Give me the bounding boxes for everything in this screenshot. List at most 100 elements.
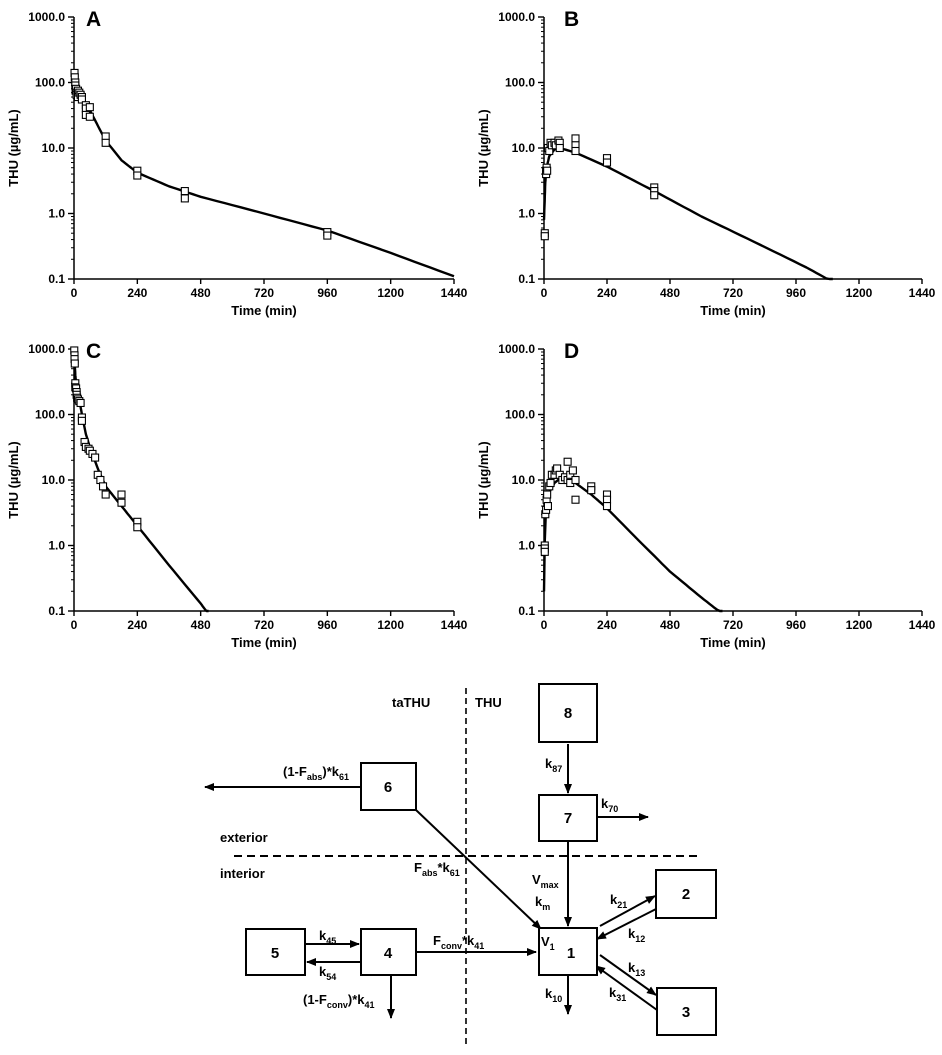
observed-point xyxy=(101,138,110,147)
fitted-curve xyxy=(542,146,833,281)
observed-point xyxy=(543,502,552,511)
rate-k54: k54 xyxy=(319,964,336,982)
observed-point xyxy=(76,398,85,408)
observed-point xyxy=(555,143,564,153)
x-axis-label: Time (min) xyxy=(231,635,297,650)
observed-point xyxy=(540,232,549,241)
x-tick-label: 0 xyxy=(71,618,78,632)
observed-point xyxy=(543,166,552,175)
observed-point xyxy=(650,191,659,200)
rate-k41-conv: Fconv*k41 xyxy=(433,933,484,951)
compartment-8 xyxy=(538,683,598,743)
y-tick-label: 100.0 xyxy=(505,408,535,422)
arrow-1-to-2 xyxy=(599,895,656,927)
observed-point xyxy=(133,171,142,180)
rate-k70: k70 xyxy=(601,796,618,814)
x-tick-label: 720 xyxy=(254,286,274,300)
y-tick-label: 10.0 xyxy=(42,141,66,155)
compartment-2 xyxy=(655,869,717,919)
observed-point xyxy=(133,523,142,532)
y-tick-label: 1.0 xyxy=(518,207,535,221)
x-tick-label: 0 xyxy=(541,286,548,300)
observed-point xyxy=(602,502,612,511)
compartment-8-label: 8 xyxy=(564,705,572,722)
observed-point xyxy=(546,478,555,488)
observed-point xyxy=(568,466,577,475)
observed-point xyxy=(587,486,596,495)
y-axis-label: THU (µg/mL) xyxy=(6,441,21,519)
observed-point xyxy=(180,187,189,196)
rate-km: km xyxy=(535,894,550,912)
volume-v1: V1 xyxy=(541,934,555,952)
panel-label-c: C xyxy=(86,340,101,363)
compartment-4-label: 4 xyxy=(384,945,393,962)
observed-point xyxy=(98,482,108,491)
x-tick-label: 0 xyxy=(71,286,78,300)
x-tick-label: 480 xyxy=(191,286,211,300)
compartment-5-label: 5 xyxy=(271,945,279,962)
observed-point xyxy=(543,490,552,499)
compartment-diagram: taTHU THU exterior interior 8 7 6 2 1 xyxy=(204,683,717,1045)
arrow-6-to-1 xyxy=(415,809,542,930)
compartment-3-label: 3 xyxy=(682,1004,690,1021)
rate-k87: k87 xyxy=(545,756,562,774)
rate-k12: k12 xyxy=(628,926,645,944)
observed-point xyxy=(571,495,580,504)
x-tick-label: 1200 xyxy=(377,286,404,300)
x-tick-label: 240 xyxy=(127,618,147,632)
observed-point xyxy=(85,112,94,121)
rate-k21: k21 xyxy=(610,892,627,910)
arrow-2-to-1 xyxy=(596,907,659,940)
y-tick-label: 0.1 xyxy=(518,272,535,286)
x-tick-label: 960 xyxy=(786,286,806,300)
x-axis-label: Time (min) xyxy=(700,635,766,650)
x-tick-label: 1440 xyxy=(441,286,468,300)
y-axis-label: THU (µg/mL) xyxy=(476,109,491,187)
x-tick-label: 480 xyxy=(191,618,211,632)
rate-k61-in: Fabs*k61 xyxy=(414,860,460,878)
x-tick-label: 240 xyxy=(597,618,617,632)
y-tick-label: 0.1 xyxy=(48,272,65,286)
rate-k31: k31 xyxy=(609,985,626,1003)
compartment-3 xyxy=(656,987,717,1036)
x-axis-label: Time (min) xyxy=(231,303,297,318)
x-tick-label: 1440 xyxy=(909,618,936,632)
fitted-curve xyxy=(72,350,209,613)
compartment-4 xyxy=(360,928,417,976)
panel-label-d: D xyxy=(564,340,579,363)
panel-label-a: A xyxy=(86,8,101,31)
x-tick-label: 480 xyxy=(660,618,680,632)
panel-label-b: B xyxy=(564,8,579,31)
observed-point xyxy=(540,547,549,556)
y-tick-label: 100.0 xyxy=(35,408,65,422)
x-tick-label: 720 xyxy=(723,618,743,632)
rate-k45: k45 xyxy=(319,928,336,946)
arrow-3-to-1 xyxy=(595,965,658,1011)
y-tick-label: 10.0 xyxy=(512,141,536,155)
observed-point xyxy=(571,134,580,143)
x-tick-label: 720 xyxy=(723,286,743,300)
observed-point xyxy=(571,146,580,156)
compartment-7-label: 7 xyxy=(564,810,572,827)
x-tick-label: 240 xyxy=(597,286,617,300)
x-axis-label: Time (min) xyxy=(700,303,766,318)
compartment-1 xyxy=(538,927,598,976)
x-tick-label: 240 xyxy=(127,286,147,300)
compartment-6-label: 6 xyxy=(384,779,392,796)
x-tick-label: 720 xyxy=(254,618,274,632)
x-tick-label: 960 xyxy=(317,618,337,632)
rate-k41-out: (1-Fconv)*k41 xyxy=(303,992,375,1010)
observed-point xyxy=(91,453,100,462)
observed-point xyxy=(70,359,79,368)
y-tick-label: 100.0 xyxy=(505,76,535,90)
region-label-exterior: exterior xyxy=(220,830,268,845)
y-tick-label: 10.0 xyxy=(42,473,66,487)
observed-point xyxy=(101,490,110,499)
y-axis-label: THU (µg/mL) xyxy=(476,441,491,519)
